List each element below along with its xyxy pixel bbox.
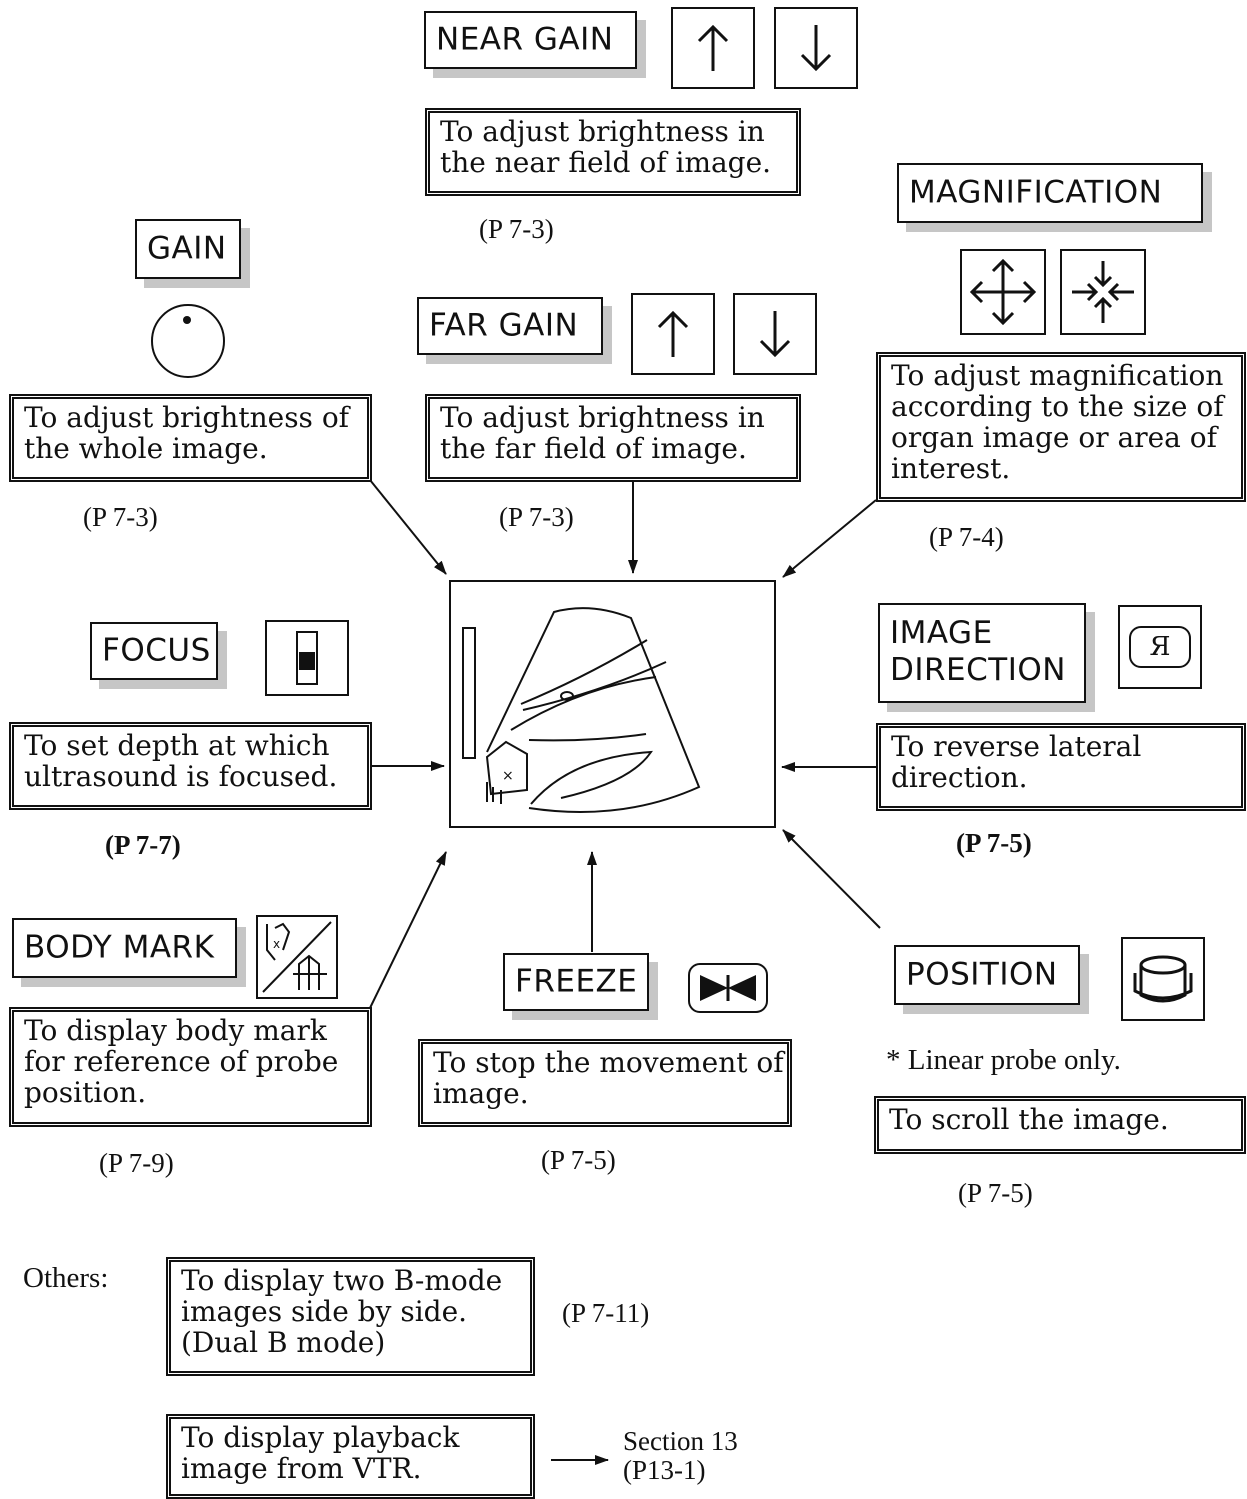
position-button[interactable] (1121, 937, 1205, 1021)
dual-b-mode-page-ref: (P 7-11) (562, 1298, 650, 1328)
image-direction-label: IMAGE DIRECTION (890, 615, 1066, 689)
gain-label: GAIN (147, 230, 227, 267)
gain-description: To adjust brightness of the whole image. (9, 394, 372, 482)
freeze-icon (700, 975, 756, 1001)
focus-key[interactable]: FOCUS (90, 622, 218, 680)
far-gain-description: To adjust brightness in the far field of… (425, 394, 801, 482)
gray-scale-bar (462, 627, 476, 759)
position-description: To scroll the image. (874, 1096, 1246, 1154)
far-gain-key[interactable]: FAR GAIN (417, 297, 603, 355)
freeze-description: To stop the movement of image. (418, 1039, 792, 1127)
focus-slider[interactable] (265, 620, 349, 696)
image-direction-button[interactable]: Я (1118, 605, 1202, 689)
arrow-up-icon (657, 310, 689, 357)
reverse-r-glyph: Я (1149, 632, 1171, 662)
image-direction-key[interactable]: IMAGE DIRECTION (878, 603, 1086, 703)
vtr-playback-description: To display playback image from VTR. (166, 1414, 535, 1499)
near-gain-description: To adjust brightness in the near field o… (425, 108, 801, 196)
arrow-gain (369, 479, 447, 575)
far-gain-label: FAR GAIN (429, 307, 579, 344)
position-icon (1133, 955, 1193, 1003)
body-mark-label: BODY MARK (24, 929, 215, 966)
position-label: POSITION (906, 956, 1058, 993)
gain-knob-icon[interactable] (150, 301, 226, 381)
far-gain-up-button[interactable] (631, 293, 715, 375)
arrow-magnification (782, 499, 877, 578)
position-page-ref: (P 7-5) (958, 1178, 1033, 1208)
dual-b-mode-description: To display two B-mode images side by sid… (166, 1257, 535, 1376)
magnification-enlarge-button[interactable] (960, 249, 1046, 335)
focus-label: FOCUS (102, 632, 211, 669)
body-mark-icon: x (262, 921, 332, 993)
arrow-down-icon (759, 311, 791, 358)
near-gain-key[interactable]: NEAR GAIN (424, 11, 637, 69)
body-mark-description: To display body mark for reference of pr… (9, 1007, 372, 1127)
image-direction-description: To reverse lateral direction. (876, 723, 1246, 811)
far-gain-down-button[interactable] (733, 293, 817, 375)
arrow-position (782, 829, 881, 929)
body-mark-button[interactable]: x (256, 915, 338, 999)
svg-text:x: x (273, 937, 280, 951)
arrow-down-icon (800, 25, 832, 72)
svg-text:×: × (502, 768, 514, 784)
expand-arrows-icon (969, 258, 1037, 326)
near-gain-page-ref: (P 7-3) (479, 214, 554, 244)
magnification-key[interactable]: MAGNIFICATION (897, 163, 1203, 223)
others-label: Others: (23, 1262, 109, 1294)
image-direction-page-ref: (P 7-5) (956, 828, 1032, 858)
reverse-r-icon: Я (1129, 626, 1191, 668)
near-gain-down-button[interactable] (774, 7, 858, 89)
magnification-label: MAGNIFICATION (909, 174, 1163, 211)
position-note: * Linear probe only. (886, 1044, 1121, 1076)
magnification-reduce-button[interactable] (1060, 249, 1146, 335)
freeze-label: FREEZE (515, 963, 638, 1000)
freeze-page-ref: (P 7-5) (541, 1145, 616, 1175)
near-gain-label: NEAR GAIN (436, 21, 614, 58)
far-gain-page-ref: (P 7-3) (499, 502, 574, 532)
vtr-section-ref: Section 13 (P13-1) (623, 1426, 738, 1485)
gain-page-ref: (P 7-3) (83, 502, 158, 532)
focus-slider-icon (296, 631, 318, 685)
magnification-page-ref: (P 7-4) (929, 522, 1004, 552)
shrink-arrows-icon (1072, 261, 1134, 323)
near-gain-up-button[interactable] (671, 7, 755, 89)
freeze-key[interactable]: FREEZE (503, 953, 649, 1011)
position-key[interactable]: POSITION (894, 945, 1080, 1005)
ultrasound-image: × (462, 607, 701, 813)
freeze-button[interactable] (688, 963, 768, 1013)
body-mark-key[interactable]: BODY MARK (12, 918, 237, 978)
magnification-description: To adjust magnification according to the… (876, 352, 1246, 502)
monitor-screen: × (449, 580, 776, 828)
focus-page-ref: (P 7-7) (105, 830, 181, 860)
arrow-body-mark (369, 851, 447, 1009)
arrow-up-icon (697, 24, 729, 71)
focus-description: To set depth at which ultrasound is focu… (9, 722, 372, 810)
body-mark-page-ref: (P 7-9) (99, 1148, 174, 1178)
gain-key[interactable]: GAIN (135, 219, 241, 279)
